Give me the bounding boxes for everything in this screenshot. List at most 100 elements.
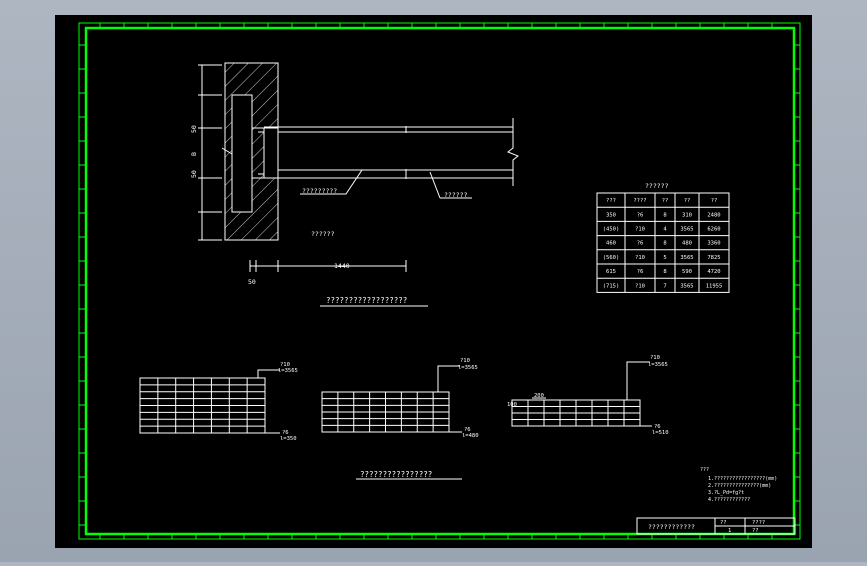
wall-inner-top (232, 94, 264, 129)
section-text: 50 B 50 50 1440 ????????? ?????? ?????? … (190, 125, 468, 305)
rebar-table-caption: ?????? (645, 182, 669, 190)
mesh-2-labels: ?10 l=3565 ?6 l=480 (458, 358, 479, 439)
mesh-3-top-label: ?10 (650, 355, 660, 361)
table-header-cell: ??? (606, 198, 616, 204)
table-cell: 3360 (707, 241, 720, 247)
table-cell: ?10 (635, 255, 645, 261)
mesh-title: ???????????????? (360, 470, 432, 479)
rebar-table-grid (596, 192, 730, 293)
mesh-2-top-sub: l=3565 (458, 365, 478, 371)
table-cell: 8 (663, 212, 666, 218)
mesh-1-bottom-sub: l=350 (280, 436, 297, 442)
table-cell: 6260 (707, 227, 720, 233)
mesh-1-labels: ?10 l=3565 ?6 l=350 (278, 362, 298, 442)
table-cell: 2480 (707, 212, 720, 218)
dim-break (221, 147, 233, 155)
wall-outline (224, 62, 279, 241)
mesh-3 (511, 361, 652, 427)
section-drawing (198, 62, 519, 307)
callout-bar-text: ?????? (444, 191, 468, 199)
mesh-2-bottom-label: ?6 (464, 427, 471, 433)
title-cell-c: 1 (728, 528, 731, 534)
break-line (507, 118, 519, 186)
table-cell: 8 (663, 269, 666, 275)
note-4: 4.???????????? (708, 497, 750, 503)
callout-rebar-text: ????????? (302, 187, 337, 195)
mesh-3-labels: ?10 l=3565 ?6 l=510 100 200 (507, 355, 669, 436)
table-cell: 4 (663, 227, 667, 233)
wall-inner-bottom (232, 177, 264, 213)
table-cell: ?10 (635, 227, 645, 233)
dim-label-foot: 50 (248, 278, 256, 286)
note-3: 3.?L_Pd=fg?t (708, 490, 744, 496)
mesh-3-bottom-sub: l=510 (652, 430, 669, 436)
table-cell: 3565 (680, 227, 693, 233)
mesh-3-left-dim: 200 (534, 393, 544, 399)
section-note-text: ?????? (311, 230, 335, 238)
notes-heading: ??? (700, 467, 709, 473)
mesh-2-top-label: ?10 (460, 358, 470, 364)
table-header-cell: ???? (633, 198, 646, 204)
outer-frame (78, 22, 801, 540)
note-2: 2.???????????????(mm) (708, 483, 771, 489)
leader-bar-diag (429, 171, 441, 199)
table-cell: 615 (606, 269, 616, 275)
table-header-cell: ?? (662, 198, 669, 204)
table-cell: 350 (606, 212, 616, 218)
table-cell: 460 (606, 241, 616, 247)
table-cell: 7825 (707, 255, 720, 261)
title-cell-d: ?? (752, 528, 759, 534)
table-cell: ?6 (637, 212, 644, 218)
table-cell: ?6 (637, 269, 644, 275)
notes: ??? 1.?????????????????(mm) 2.??????????… (700, 467, 777, 503)
table-cell: ?6 (637, 241, 644, 247)
mesh-2-leader-top (437, 365, 460, 392)
table-cell: 8 (663, 241, 666, 247)
mesh-1 (139, 369, 280, 434)
mesh-1-leader-top (257, 369, 280, 378)
table-cell: 11955 (706, 283, 723, 289)
table-cell: 5 (663, 255, 666, 261)
title-cell-b: ???? (752, 520, 765, 526)
table-cell: 480 (682, 241, 692, 247)
mesh-2-bottom-sub: l=480 (462, 433, 479, 439)
mesh-2 (321, 365, 462, 433)
frame-ticks (79, 23, 800, 539)
mesh-1-top-sub: l=3565 (278, 368, 298, 374)
dim-label-bottom: 50 (190, 170, 198, 178)
table-cell: (715) (603, 283, 620, 289)
mesh-3-bottom-label: ?6 (654, 424, 661, 430)
table-cell: (560) (603, 255, 620, 261)
note-1: 1.?????????????????(mm) (708, 476, 777, 482)
table-cell: 3565 (680, 283, 693, 289)
mesh-3-leader-top (626, 361, 650, 400)
table-border (596, 192, 730, 293)
leader-rebar (300, 169, 363, 195)
table-cell: 3565 (680, 255, 693, 261)
table-header-cell: ?? (711, 198, 718, 204)
table-cell: ?10 (635, 283, 645, 289)
dim-label-top: 50 (190, 125, 198, 133)
mesh-3-left-label: 100 (507, 402, 517, 408)
mesh-1-grid (140, 378, 265, 433)
mesh-1-top-label: ?10 (280, 362, 290, 368)
section-title: ?????????????????? (326, 296, 407, 305)
drawing-sheet (55, 15, 812, 548)
title-cell-a: ?? (720, 520, 727, 526)
table-cell: 4720 (707, 269, 720, 275)
dim-label-mid: B (190, 152, 198, 156)
inner-frame (84, 26, 796, 536)
table-header-cell: ?? (684, 198, 691, 204)
dim-label-span: 1440 (334, 262, 350, 270)
table-cell: 590 (682, 269, 692, 275)
mesh-1-bottom-label: ?6 (282, 430, 289, 436)
title-block-text: ???????????? ?? ???? 1 ?? (648, 520, 765, 534)
mesh-3-grid (512, 400, 640, 426)
table-cell: 7 (663, 283, 666, 289)
drawing-name: ???????????? (648, 523, 695, 531)
title-block (636, 517, 796, 535)
